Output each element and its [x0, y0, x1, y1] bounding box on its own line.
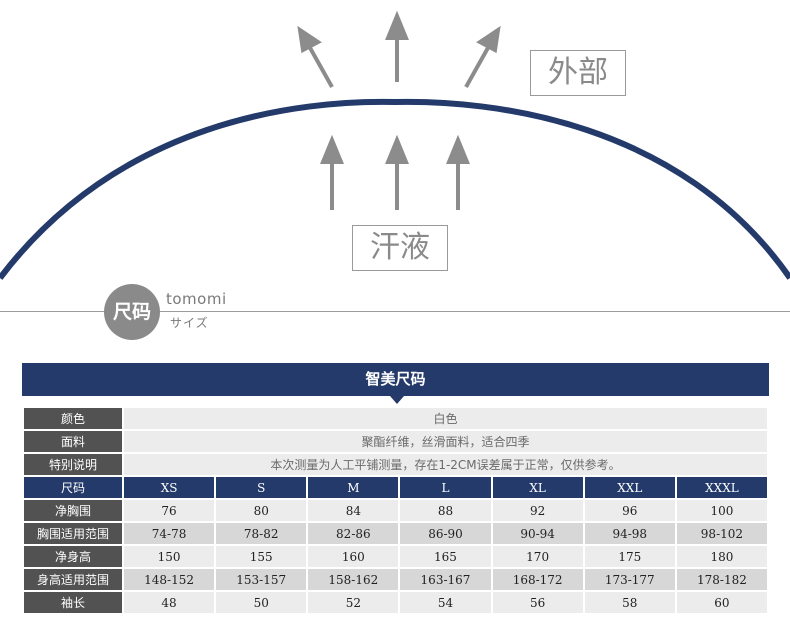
- table-cell: 86-90: [400, 523, 491, 544]
- size-xxxl: XXXL: [676, 477, 767, 498]
- size-xs: XS: [124, 477, 215, 498]
- table-cell: 175: [584, 546, 675, 567]
- table-cell: 54: [400, 592, 491, 613]
- table-row-sleeve: 袖长 48 50 52 54 56 58 60: [24, 592, 767, 613]
- row-label: 颜色: [24, 408, 122, 429]
- row-label: 特别说明: [24, 454, 122, 475]
- size-m: M: [308, 477, 399, 498]
- outer-arrows: [297, 10, 501, 88]
- table-row-height-range: 身高适用范围 148-152 153-157 158-162 163-167 1…: [24, 569, 767, 590]
- table-cell: 90-94: [492, 523, 583, 544]
- fabric-value: 聚酯纤维，丝滑面料，适合四季: [124, 431, 767, 452]
- table-cell: 60: [676, 592, 767, 613]
- title-pointer-icon: [390, 396, 404, 404]
- table-cell: 150: [124, 546, 215, 567]
- row-label: 胸围适用范围: [24, 523, 122, 544]
- row-label: 净身高: [24, 546, 122, 567]
- row-label: 袖长: [24, 592, 122, 613]
- table-cell: 98-102: [676, 523, 767, 544]
- table-cell: 52: [308, 592, 399, 613]
- outer-label: 外部: [530, 50, 626, 96]
- size-header-label: 尺码: [24, 477, 122, 498]
- arrowhead-up-left-icon: [297, 25, 322, 54]
- table-row-chest-range: 胸围适用范围 74-78 78-82 82-86 86-90 90-94 94-…: [24, 523, 767, 544]
- table-row-sizes: 尺码 XS S M L XL XXL XXXL: [24, 477, 767, 498]
- table-cell: 56: [492, 592, 583, 613]
- table-row-fabric: 面料 聚酯纤维，丝滑面料，适合四季: [24, 431, 767, 452]
- arrowhead-up-right-icon: [476, 25, 501, 54]
- brand-subtitle: サイズ: [170, 316, 209, 330]
- note-value: 本次测量为人工平铺测量，存在1-2CM误差属于正常，仅供参考。: [124, 454, 767, 475]
- table-cell: 163-167: [400, 569, 491, 590]
- table-row-note: 特别说明 本次测量为人工平铺测量，存在1-2CM误差属于正常，仅供参考。: [24, 454, 767, 475]
- table-cell: 84: [308, 500, 399, 521]
- table-cell: 168-172: [492, 569, 583, 590]
- arrowhead-inner-center-icon: [385, 134, 409, 164]
- table-cell: 48: [124, 592, 215, 613]
- row-label: 身高适用范围: [24, 569, 122, 590]
- table-row-height: 净身高 150 155 160 165 170 175 180: [24, 546, 767, 567]
- table-row-chest: 净胸围 76 80 84 88 92 96 100: [24, 500, 767, 521]
- fabric-dome-curve: [0, 98, 790, 280]
- arrow-up-left-icon: [307, 45, 334, 88]
- color-value: 白色: [124, 408, 767, 429]
- size-xl: XL: [492, 477, 583, 498]
- arrowhead-up-center-icon: [385, 10, 409, 40]
- table-cell: 58: [584, 592, 675, 613]
- size-chart-table: 颜色 白色 面料 聚酯纤维，丝滑面料，适合四季 特别说明 本次测量为人工平铺测量…: [22, 406, 769, 615]
- brand-name: tomomi: [166, 290, 227, 308]
- table-cell: 173-177: [584, 569, 675, 590]
- table-cell: 158-162: [308, 569, 399, 590]
- table-cell: 78-82: [216, 523, 307, 544]
- arrowhead-inner-right-icon: [446, 134, 470, 164]
- table-cell: 100: [676, 500, 767, 521]
- table-cell: 94-98: [584, 523, 675, 544]
- size-l: L: [400, 477, 491, 498]
- table-cell: 82-86: [308, 523, 399, 544]
- table-cell: 153-157: [216, 569, 307, 590]
- table-cell: 160: [308, 546, 399, 567]
- table-cell: 74-78: [124, 523, 215, 544]
- table-cell: 178-182: [676, 569, 767, 590]
- table-row-color: 颜色 白色: [24, 408, 767, 429]
- table-cell: 50: [216, 592, 307, 613]
- fabric-wicking-diagram: [0, 10, 790, 280]
- size-chart-title: 智美尺码: [22, 363, 769, 396]
- table-cell: 165: [400, 546, 491, 567]
- table-cell: 148-152: [124, 569, 215, 590]
- row-label: 净胸围: [24, 500, 122, 521]
- table-cell: 88: [400, 500, 491, 521]
- sweat-label: 汗液: [352, 225, 448, 271]
- divider-line: [0, 311, 790, 312]
- table-cell: 96: [584, 500, 675, 521]
- row-label: 面料: [24, 431, 122, 452]
- table-cell: 80: [216, 500, 307, 521]
- table-cell: 155: [216, 546, 307, 567]
- size-s: S: [216, 477, 307, 498]
- arrowhead-inner-left-icon: [320, 134, 344, 164]
- table-cell: 92: [492, 500, 583, 521]
- size-badge-icon: 尺码: [104, 284, 160, 340]
- table-cell: 76: [124, 500, 215, 521]
- inner-arrows: [320, 134, 470, 210]
- table-cell: 180: [676, 546, 767, 567]
- arrow-up-right-icon: [464, 45, 491, 88]
- table-cell: 170: [492, 546, 583, 567]
- size-xxl: XXL: [584, 477, 675, 498]
